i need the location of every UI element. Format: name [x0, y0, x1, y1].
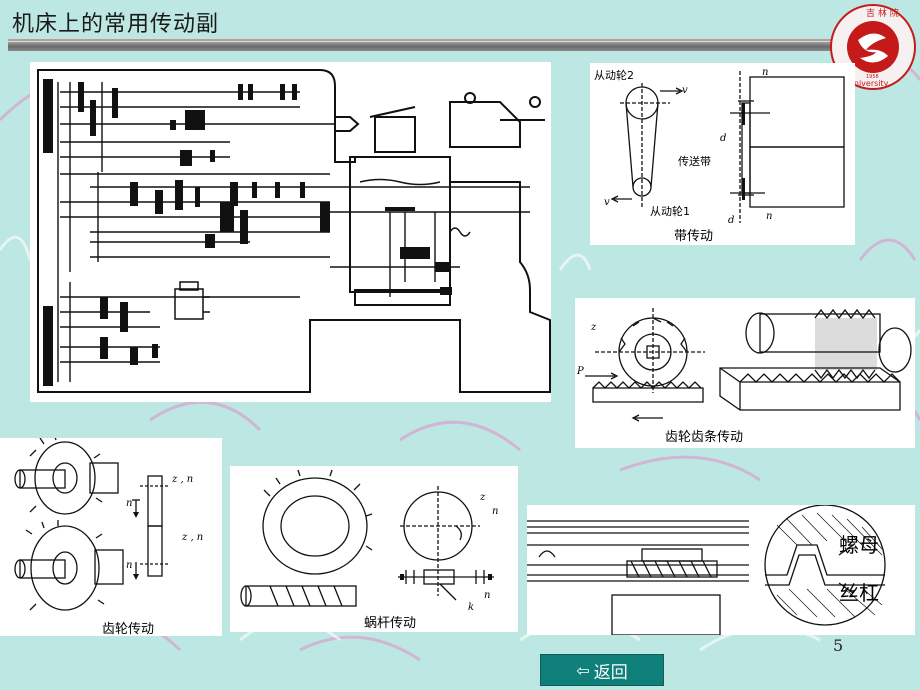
n2-label: n [762, 67, 769, 78]
rack-z-label: z [591, 322, 597, 333]
rack-pinion-drawing [585, 308, 912, 422]
gear-arrow-top-label: n [126, 498, 133, 509]
rack-pinion-panel: z P 齿轮齿条传动 [575, 298, 915, 448]
gear-drive-drawing [14, 438, 170, 611]
gear-z1n1-label: z , n [172, 474, 194, 485]
belt-label: 传送带 [678, 155, 711, 168]
svg-text:1958: 1958 [866, 74, 879, 80]
belt-drive-panel: 从动轮2 传送带 从动轮1 v v n d d n 带传动 [590, 63, 855, 245]
svg-text:吉 林 院: 吉 林 院 [866, 7, 899, 19]
screw-label: 丝杠 [839, 581, 879, 605]
svg-text:B University: B University [840, 79, 889, 88]
d1-label: d [728, 215, 735, 226]
lathe-transmission-diagram [30, 62, 551, 402]
worm-n2-label: n [492, 506, 499, 517]
rack-drive-caption: 齿轮齿条传动 [665, 430, 744, 445]
back-button-label: 返回 [593, 662, 628, 683]
screw-drive-panel: 螺母 丝杠 [527, 505, 915, 635]
worm-drive-drawing [240, 469, 494, 607]
d2-label: d [720, 133, 727, 144]
page-number: 5 [833, 636, 844, 655]
driven-wheel-label: 从动轮2 [594, 69, 634, 82]
worm-z-label: z [480, 492, 486, 503]
worm-n1-label: n [484, 590, 491, 601]
rack-p-label: P [577, 366, 584, 377]
belt-drive-drawing [610, 71, 845, 223]
worm-drive-panel: z n n k 蜗杆传动 [230, 466, 518, 632]
screw-drive-drawing [527, 505, 886, 635]
worm-k-label: k [468, 602, 475, 613]
gear-drive-panel: z , n z , n n n 齿轮传动 [0, 438, 222, 636]
velocity-top-label: v [682, 85, 688, 96]
title-underline-bar [8, 39, 913, 51]
gear-drive-caption: 齿轮传动 [102, 622, 155, 636]
gear-z2n2-label: z , n [182, 532, 204, 543]
belt-drive-caption: 带传动 [674, 229, 714, 244]
worm-drive-caption: 蜗杆传动 [364, 616, 417, 631]
driving-wheel-label: 从动轮1 [650, 205, 690, 218]
page-title: 机床上的常用传动副 [12, 12, 220, 37]
university-logo: 吉 林 院 B University 1958 [830, 4, 916, 90]
n1-label: n [766, 211, 773, 222]
nut-label: 螺母 [839, 533, 879, 557]
back-button[interactable]: ⇦ 返回 [540, 654, 664, 686]
gear-arrow-bottom-label: n [126, 560, 133, 571]
left-arrow-icon: ⇦ [576, 660, 590, 680]
lathe-drawing [37, 69, 551, 393]
velocity-bottom-label: v [604, 197, 610, 208]
